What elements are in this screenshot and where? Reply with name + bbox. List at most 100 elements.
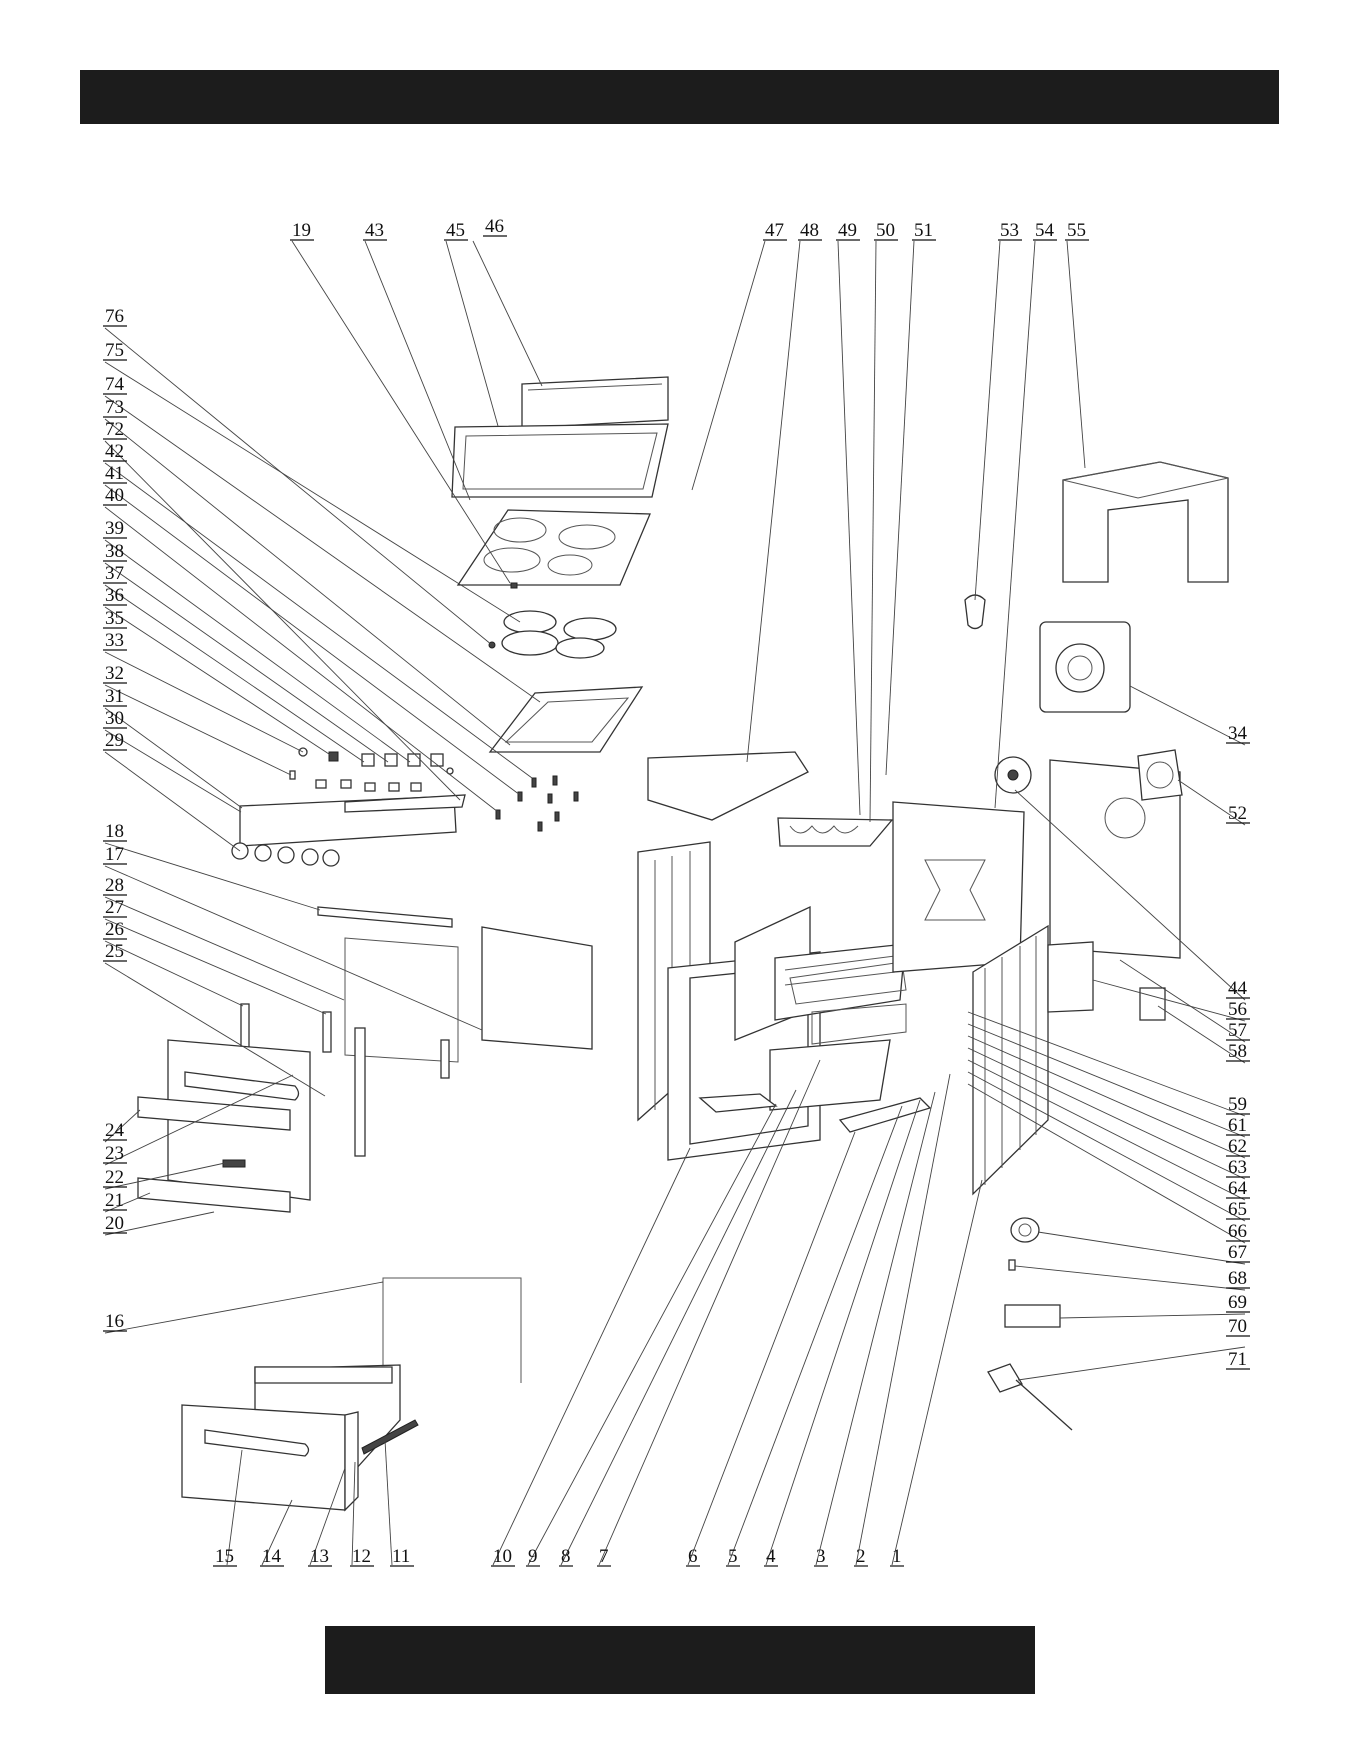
callout-number-64: 64 xyxy=(1228,1178,1248,1199)
callout-number-76: 76 xyxy=(105,306,124,327)
callout-number-57: 57 xyxy=(1228,1020,1247,1041)
callout-number-38: 38 xyxy=(105,541,124,562)
callout-number-7: 7 xyxy=(599,1546,609,1567)
callout-number-65: 65 xyxy=(1228,1199,1247,1220)
callout-number-56: 56 xyxy=(1228,999,1247,1020)
callout-number-13: 13 xyxy=(310,1546,329,1567)
callout-number-50: 50 xyxy=(876,220,895,241)
callout-number-63: 63 xyxy=(1228,1157,1247,1178)
callout-number-61: 61 xyxy=(1228,1115,1247,1136)
callout-number-74: 74 xyxy=(105,374,125,395)
callout-number-15: 15 xyxy=(215,1546,234,1567)
callout-number-21: 21 xyxy=(105,1190,124,1211)
callout-number-28: 28 xyxy=(105,875,124,896)
back-panel xyxy=(893,802,1024,972)
callout-number-2: 2 xyxy=(856,1546,866,1567)
convection-fan-cover xyxy=(1040,622,1130,712)
callout-number-19: 19 xyxy=(292,220,311,241)
cooktop-support-frame xyxy=(490,687,642,752)
callout-number-35: 35 xyxy=(105,608,124,629)
callout-number-46: 46 xyxy=(485,216,504,237)
callout-number-40: 40 xyxy=(105,485,124,506)
callout-number-75: 75 xyxy=(105,340,124,361)
callout-number-51: 51 xyxy=(914,220,933,241)
callout-number-31: 31 xyxy=(105,686,124,707)
callout-number-44: 44 xyxy=(1228,978,1248,999)
callout-number-23: 23 xyxy=(105,1143,124,1164)
callout-number-70: 70 xyxy=(1228,1316,1247,1337)
callout-number-53: 53 xyxy=(1000,220,1019,241)
callout-number-71: 71 xyxy=(1228,1349,1247,1370)
callout-number-66: 66 xyxy=(1228,1221,1247,1242)
cooktop-frame xyxy=(452,424,668,497)
drawer-gasket xyxy=(383,1278,521,1383)
callout-number-17: 17 xyxy=(105,844,124,865)
callout-number-48: 48 xyxy=(800,220,819,241)
mounting-plate xyxy=(1005,1305,1060,1327)
fan-blade xyxy=(995,757,1031,793)
callout-number-62: 62 xyxy=(1228,1136,1247,1157)
insulation-pad xyxy=(1048,942,1093,1012)
callout-number-12: 12 xyxy=(352,1546,371,1567)
callout-number-72: 72 xyxy=(105,419,124,440)
callout-number-36: 36 xyxy=(105,585,124,606)
control-knobs xyxy=(232,843,339,866)
footer-bar xyxy=(325,1626,1035,1694)
terminal-block xyxy=(1140,988,1165,1020)
parts-illustration xyxy=(138,377,1228,1510)
callout-number-42: 42 xyxy=(105,441,124,462)
door-top-trim xyxy=(318,907,452,927)
callout-number-45: 45 xyxy=(446,220,465,241)
callout-number-25: 25 xyxy=(105,941,124,962)
callout-number-24: 24 xyxy=(105,1120,125,1141)
callout-number-41: 41 xyxy=(105,463,124,484)
callout-number-9: 9 xyxy=(528,1546,538,1567)
callout-number-32: 32 xyxy=(105,663,124,684)
callout-number-27: 27 xyxy=(105,897,124,918)
callout-number-39: 39 xyxy=(105,518,124,539)
callout-number-26: 26 xyxy=(105,919,124,940)
radiant-heating-elements xyxy=(489,611,616,658)
glass-ceramic-top xyxy=(458,510,650,588)
callout-number-4: 4 xyxy=(766,1546,776,1567)
callout-number-5: 5 xyxy=(728,1546,738,1567)
callout-number-30: 30 xyxy=(105,708,124,729)
callout-number-58: 58 xyxy=(1228,1041,1247,1062)
door-inner-glass xyxy=(345,927,592,1062)
switch-indicators xyxy=(290,748,453,791)
storage-drawer xyxy=(182,1365,418,1510)
callout-number-14: 14 xyxy=(262,1546,282,1567)
callout-number-59: 59 xyxy=(1228,1094,1247,1115)
callout-number-29: 29 xyxy=(105,730,124,751)
grill-element xyxy=(778,818,892,846)
control-fascia-panel xyxy=(240,795,465,846)
cooling-fan xyxy=(1138,750,1182,800)
callout-number-68: 68 xyxy=(1228,1268,1247,1289)
cabinet-top-panel xyxy=(648,752,808,820)
callout-number-33: 33 xyxy=(105,630,124,651)
callout-number-34: 34 xyxy=(1228,723,1248,744)
oven-lamp xyxy=(965,595,985,629)
callout-number-37: 37 xyxy=(105,563,124,584)
control-panel-strip xyxy=(522,377,668,428)
callout-number-73: 73 xyxy=(105,397,124,418)
callout-number-55: 55 xyxy=(1067,220,1086,241)
callout-number-22: 22 xyxy=(105,1167,124,1188)
strain-relief xyxy=(1011,1218,1039,1242)
wrap-cover xyxy=(1063,462,1228,582)
callout-number-49: 49 xyxy=(838,220,857,241)
cabinet-side-panel-right xyxy=(973,926,1048,1194)
callout-number-52: 52 xyxy=(1228,803,1247,824)
callout-number-8: 8 xyxy=(561,1546,571,1567)
callout-number-3: 3 xyxy=(816,1546,826,1567)
callout-number-16: 16 xyxy=(105,1311,124,1332)
callout-number-67: 67 xyxy=(1228,1242,1247,1263)
callout-number-43: 43 xyxy=(365,220,384,241)
callout-number-11: 11 xyxy=(392,1546,410,1567)
callout-number-1: 1 xyxy=(892,1546,902,1567)
cable-clip xyxy=(1009,1260,1015,1270)
switch-pins xyxy=(496,776,578,831)
callout-number-47: 47 xyxy=(765,220,784,241)
callout-number-20: 20 xyxy=(105,1213,124,1234)
